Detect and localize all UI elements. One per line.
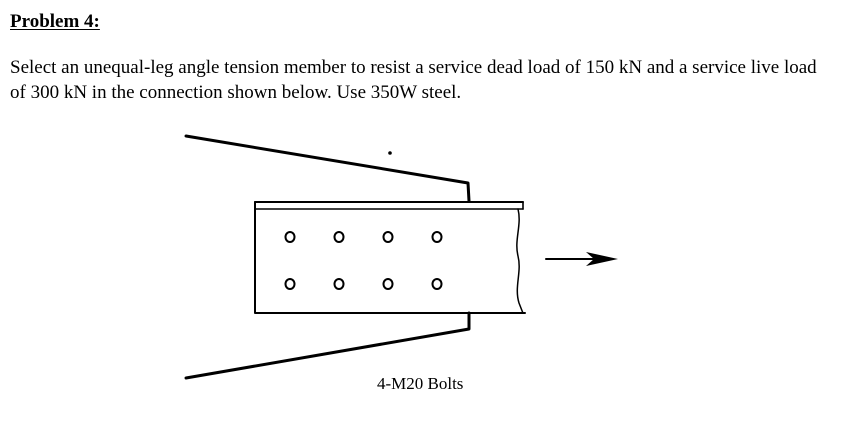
bolt-hole [382, 231, 394, 243]
bolt-hole [382, 278, 394, 290]
break-line [516, 208, 524, 314]
problem-title: Problem 4: [10, 11, 100, 32]
gusset-plate-top-edge [184, 134, 471, 203]
gusset-plate-bottom-edge [184, 311, 471, 380]
bolt-hole [431, 278, 443, 290]
bolt-label: 4-M20 Bolts [377, 374, 463, 393]
problem-statement: Select an unequal-leg angle tension memb… [10, 57, 817, 103]
bolt-hole [284, 278, 296, 290]
load-arrow-head [586, 252, 618, 266]
angle-member-outline [254, 201, 526, 314]
bolt-hole [284, 231, 296, 243]
bolt-hole [333, 278, 345, 290]
bolt-hole [431, 231, 443, 243]
bolt-hole [333, 231, 345, 243]
gusset-dot [388, 151, 392, 155]
